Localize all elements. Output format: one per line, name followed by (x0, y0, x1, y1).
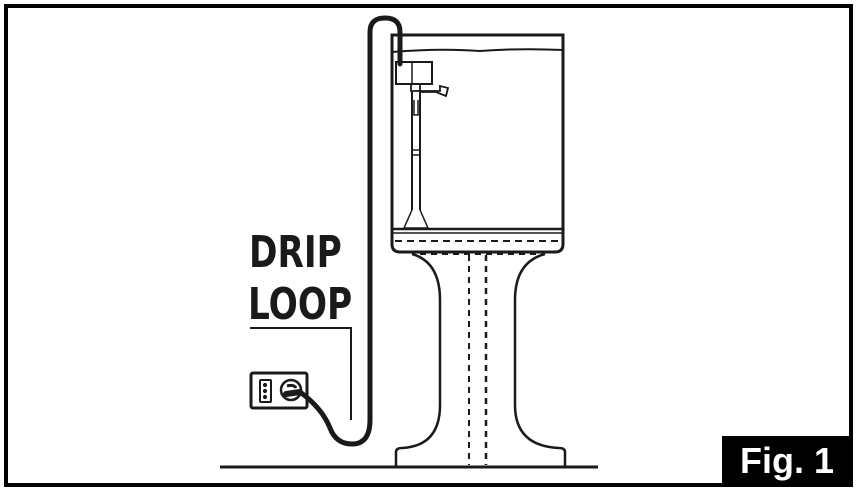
outer-border (4, 4, 853, 487)
fountain-tank (390, 33, 565, 254)
figure-label: Fig. 1 (739, 440, 834, 481)
drip-loop-label-line1: DRIP (249, 227, 342, 278)
wall-outlet (249, 371, 309, 410)
figure-number-badge: Fig. 1 (722, 436, 852, 486)
leader-line (250, 327, 352, 420)
power-cord (297, 15, 403, 447)
drip-loop-label-line2: LOOP (248, 279, 353, 330)
pedestal (394, 252, 567, 467)
